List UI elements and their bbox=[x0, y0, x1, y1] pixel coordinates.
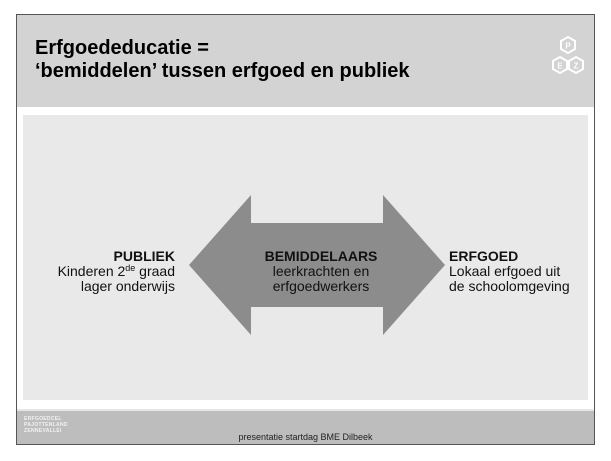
slide-footer: ERFGOEDCEL PAJOTTENLAND ZENNEVALLEI pres… bbox=[17, 411, 594, 444]
audience-line-1: Kinderen 2de graad bbox=[57, 263, 175, 279]
heritage-line-2: de schoolomgeving bbox=[449, 278, 570, 294]
title-line-1: Erfgoededucatie = bbox=[35, 37, 209, 59]
double-headed-arrow-shape bbox=[189, 195, 445, 335]
footer-caption: presentatie startdag BME Dilbeek bbox=[238, 432, 373, 442]
pez-hexagon-logo-icon: P E Z bbox=[552, 35, 584, 75]
mediators-heading: BEMIDDELAARS bbox=[264, 248, 378, 264]
heritage-heading: ERFGOED bbox=[449, 248, 519, 264]
diagram-panel: PUBLIEK Kinderen 2de graad lager onderwi… bbox=[23, 115, 588, 400]
logo-letter-p: P bbox=[565, 42, 571, 51]
logo-letter-z: Z bbox=[574, 62, 579, 71]
slide: Erfgoededucatie = ‘bemiddelen’ tussen er… bbox=[16, 14, 595, 445]
mediators-line-2: erfgoedwerkers bbox=[272, 278, 370, 294]
slide-header: Erfgoededucatie = ‘bemiddelen’ tussen er… bbox=[17, 15, 594, 107]
audience-heading: PUBLIEK bbox=[113, 248, 175, 264]
audience-line-2: lager onderwijs bbox=[80, 278, 175, 294]
slide-title: Erfgoededucatie = ‘bemiddelen’ tussen er… bbox=[35, 37, 410, 83]
mediators-line-1: leerkrachten en bbox=[272, 263, 370, 279]
mediators-block: BEMIDDELAARS leerkrachten en erfgoedwerk… bbox=[251, 249, 391, 294]
heritage-line-1: Lokaal erfgoed uit bbox=[449, 263, 561, 279]
heritage-block: ERFGOED Lokaal erfgoed uit de schoolomge… bbox=[449, 249, 589, 294]
audience-block: PUBLIEK Kinderen 2de graad lager onderwi… bbox=[29, 249, 175, 294]
slide-body: PUBLIEK Kinderen 2de graad lager onderwi… bbox=[17, 107, 594, 409]
footer-logo: ERFGOEDCEL PAJOTTENLAND ZENNEVALLEI bbox=[24, 416, 68, 434]
logo-letter-e: E bbox=[557, 62, 563, 71]
title-line-2: ‘bemiddelen’ tussen erfgoed en publiek bbox=[35, 60, 410, 82]
